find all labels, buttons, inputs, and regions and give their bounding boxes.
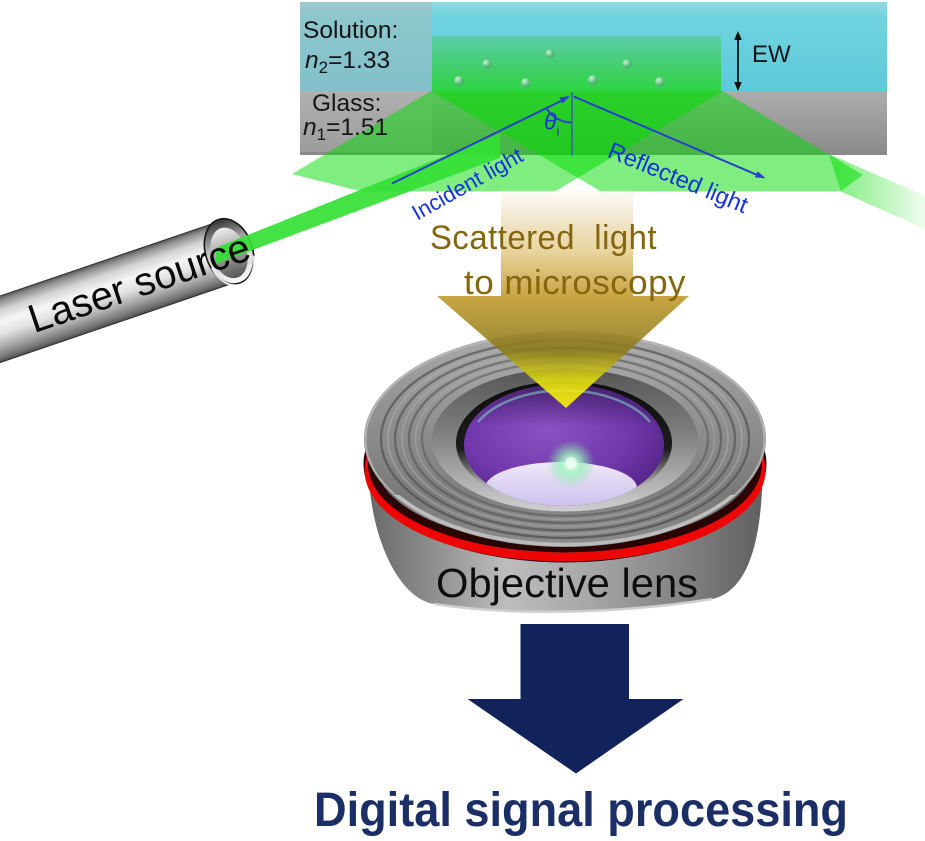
svg-text:n1=1.51: n1=1.51 bbox=[303, 114, 388, 144]
svg-text:to microscopy: to microscopy bbox=[464, 264, 686, 302]
svg-text:Objective lens: Objective lens bbox=[436, 560, 698, 606]
svg-text:θi: θi bbox=[544, 109, 559, 139]
svg-text:Scattered light: Scattered light bbox=[430, 219, 657, 257]
svg-text:Solution:: Solution: bbox=[303, 17, 398, 44]
svg-text:EW: EW bbox=[752, 41, 791, 68]
svg-text:Digital signal processing: Digital signal processing bbox=[314, 783, 848, 837]
svg-text:n2=1.33: n2=1.33 bbox=[305, 47, 390, 77]
svg-text:Glass:: Glass: bbox=[312, 90, 381, 117]
